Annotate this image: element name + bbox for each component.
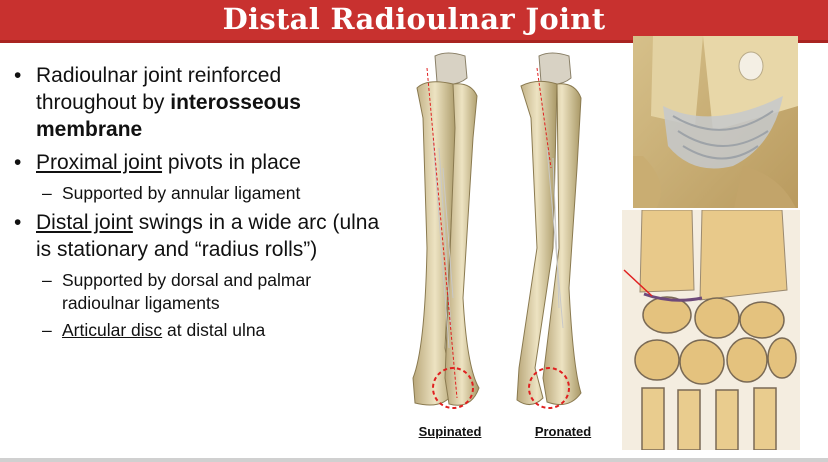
- wrist-ligament-image: [633, 36, 798, 213]
- supinated-forearm-illustration: [412, 52, 480, 409]
- pronated-forearm-image: [507, 48, 592, 418]
- bullet-proximal-joint: Proximal joint pivots in place: [14, 149, 386, 176]
- wrist-coronal-section-image: [620, 208, 802, 452]
- bullet-underlined-term: Proximal joint: [36, 151, 163, 174]
- caption-supinated: Supinated: [418, 424, 482, 439]
- bullet-underlined-term: Articular disc: [62, 320, 163, 340]
- supinated-forearm-image: [405, 48, 490, 418]
- sub-bullet-ligaments: Supported by dorsal and palmar radioulna…: [14, 269, 386, 315]
- pronated-forearm-illustration: [516, 52, 582, 409]
- bullet-list: Radioulnar joint reinforced throughout b…: [14, 62, 386, 346]
- title-bar: Distal Radioulnar Joint: [0, 0, 828, 43]
- bullet-interosseous: Radioulnar joint reinforced throughout b…: [14, 62, 386, 143]
- sub-bullet-annular: Supported by annular ligament: [14, 182, 386, 205]
- bullet-text: pivots in place: [162, 151, 301, 174]
- bullet-underlined-term: Distal joint: [36, 211, 133, 234]
- bullet-bold-term: interosseous membrane: [36, 91, 301, 141]
- bullet-text: at distal ulna: [162, 320, 266, 340]
- caption-pronated: Pronated: [534, 424, 592, 439]
- bullet-text: Radioulnar joint reinforced throughout b…: [36, 64, 282, 114]
- bullet-distal-joint: Distal joint swings in a wide arc (ulna …: [14, 209, 386, 263]
- window-bottom-strip: [0, 458, 828, 462]
- slide-title: Distal Radioulnar Joint: [222, 2, 606, 36]
- bullet-text: swings in a wide arc (ulna is stationary…: [36, 211, 380, 261]
- wrist-coronal-section-illustration: [622, 209, 800, 451]
- wrist-ligament-illustration: [633, 36, 798, 213]
- sub-bullet-articular-disc: Articular disc at distal ulna: [14, 319, 386, 342]
